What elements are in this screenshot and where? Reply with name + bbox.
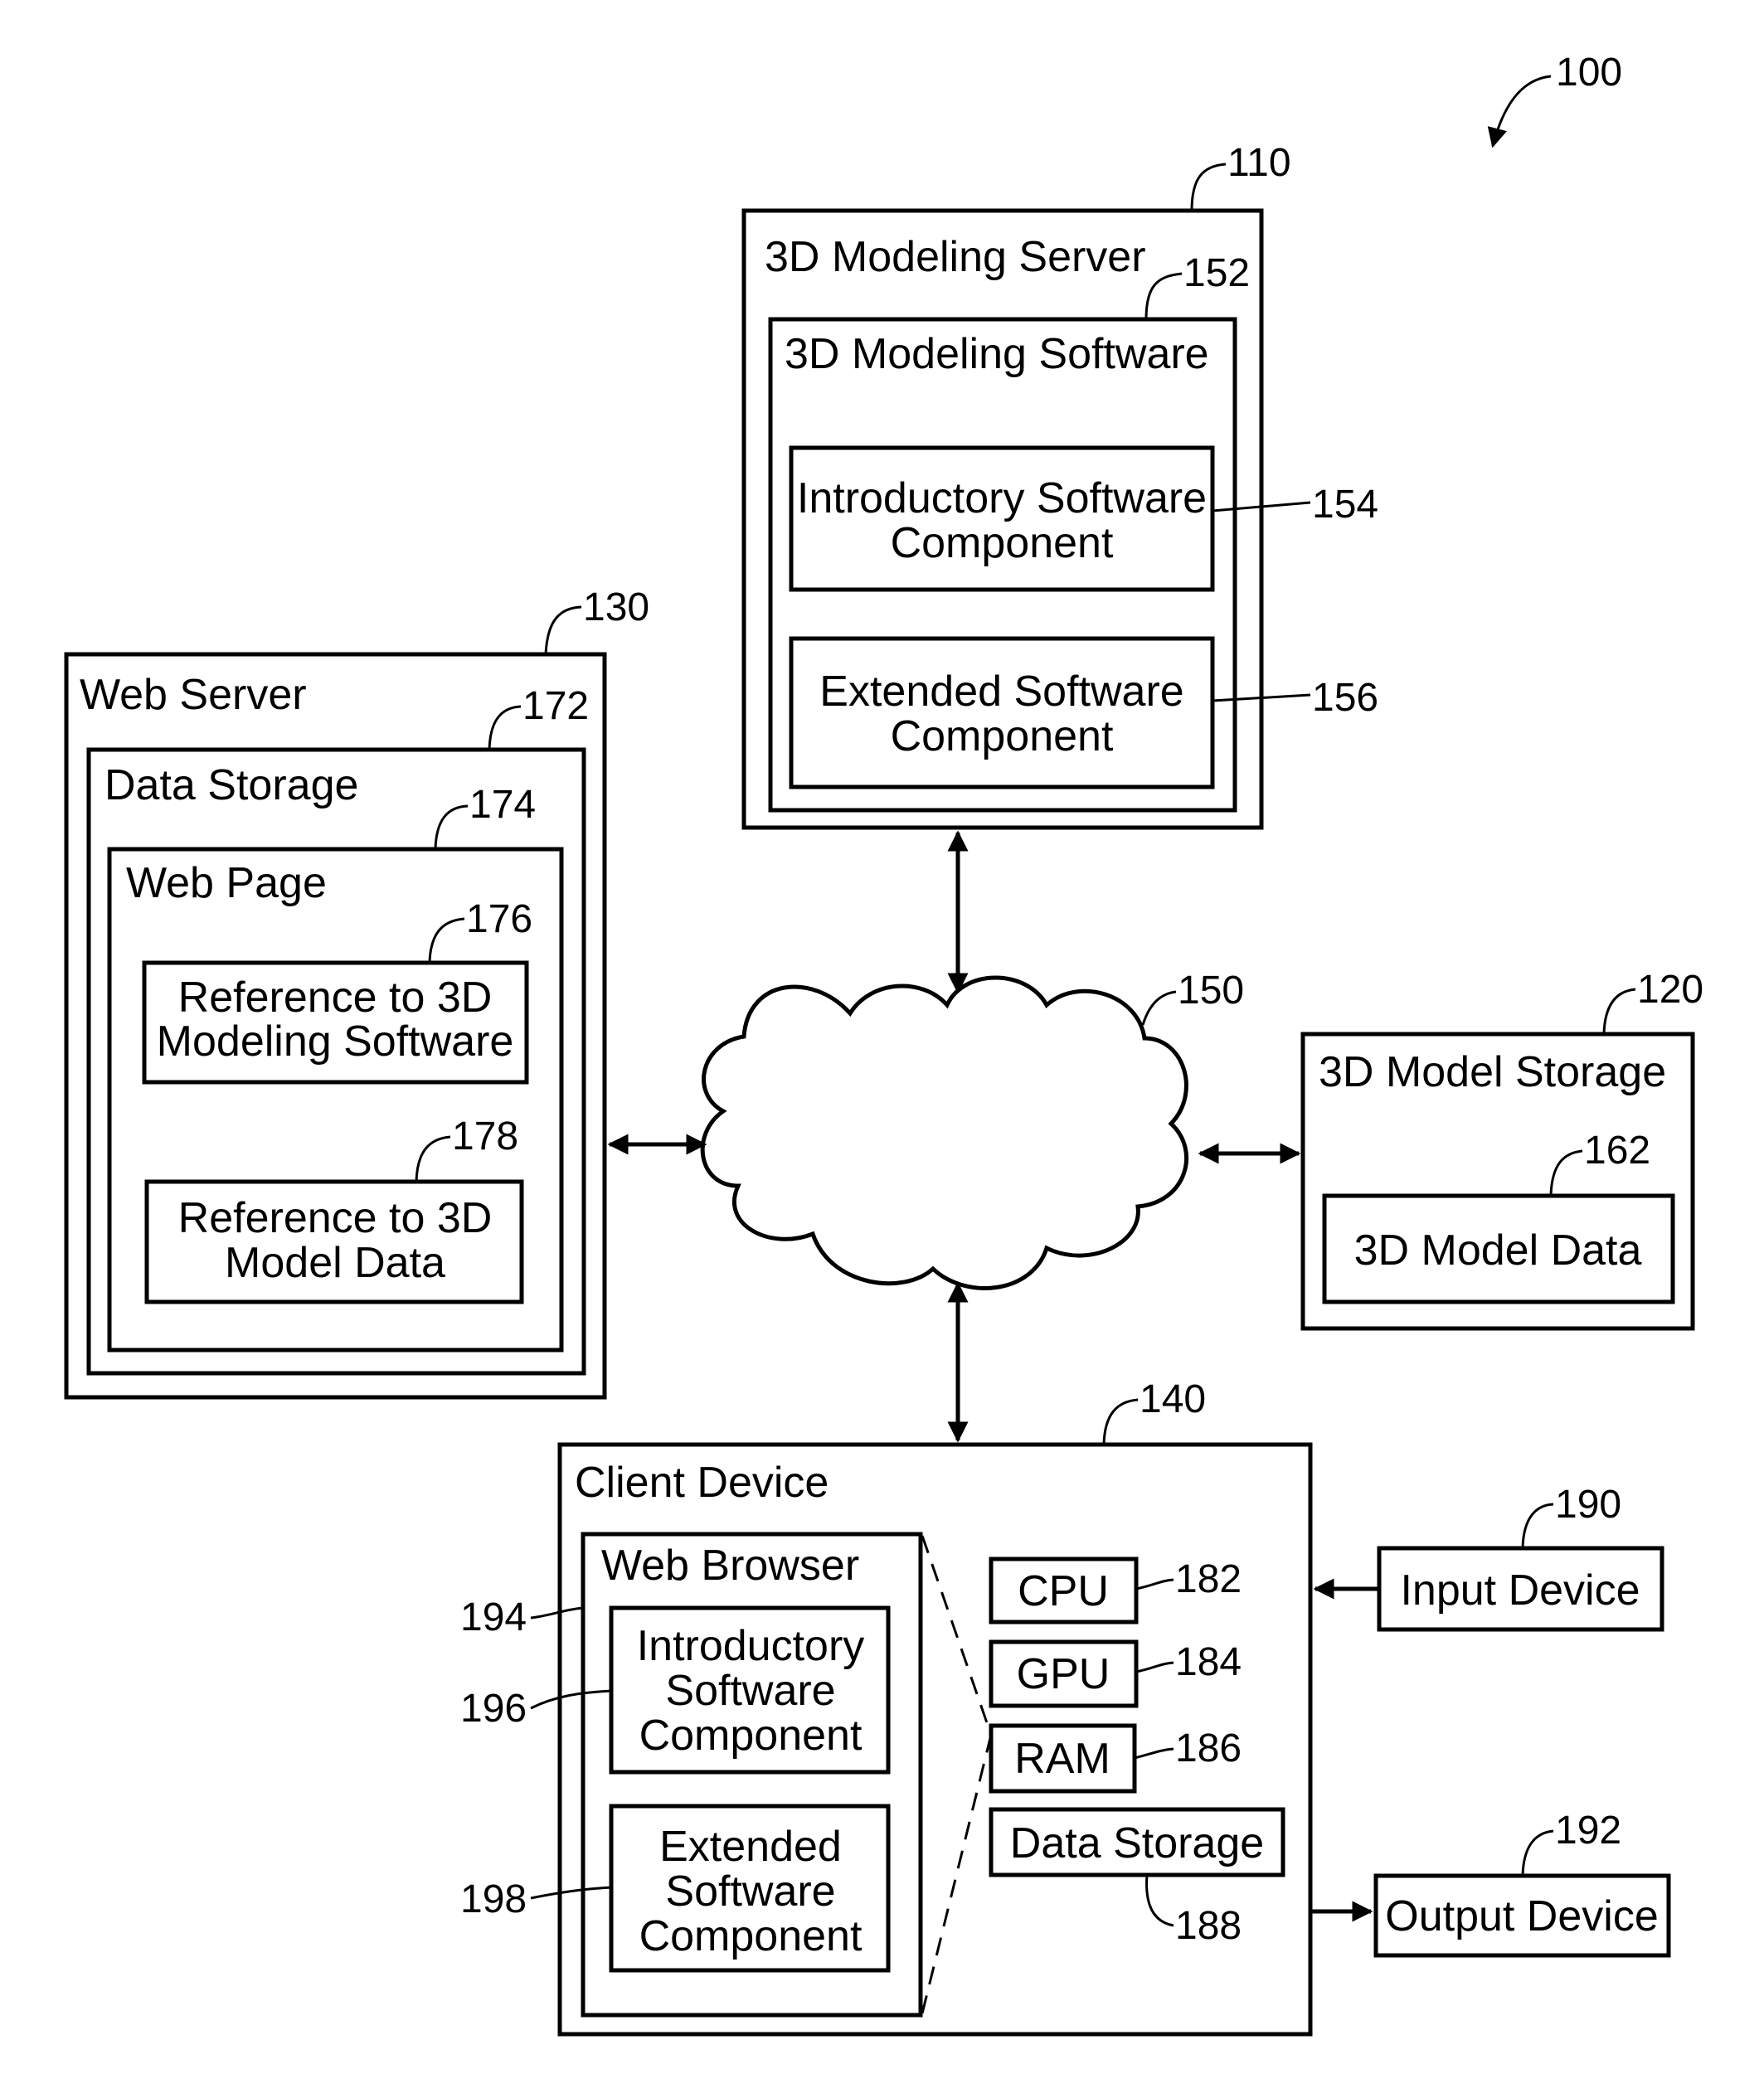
gpu-label: GPU [1017,1650,1110,1698]
ref-software-line1: Reference to 3D [178,974,493,1022]
output-device-label: Output Device [1385,1892,1659,1940]
client-device-title: Client Device [575,1459,829,1507]
web-browser-title: Web Browser [601,1542,859,1590]
browser-extended-ref: 198 [460,1877,527,1921]
browser-intro-line1: Introductory [637,1622,865,1670]
web-page-ref: 174 [469,783,536,827]
ref-model-line1: Reference to 3D [178,1194,493,1242]
ref-model-ref: 178 [452,1115,518,1158]
web-page: Web Page 174 Reference to 3D Modeling So… [109,783,561,1350]
server-intro-line2: Component [891,519,1114,567]
ref-software-line2: Modeling Software [157,1017,514,1066]
model-storage-ref: 120 [1637,968,1703,1012]
output-device: Output Device 192 [1376,1809,1669,1955]
figure-reference: 100 [1493,51,1622,146]
model-storage: 3D Model Storage 120 3D Model Data 162 [1303,968,1703,1328]
ref-model-line2: Model Data [225,1239,445,1287]
web-page-title: Web Page [126,859,327,907]
modeling-server-ref: 110 [1227,141,1291,185]
network-ref: 150 [1178,969,1244,1013]
browser-extended-line3: Component [639,1912,863,1960]
modeling-server: 3D Modeling Server 110 3D Modeling Softw… [744,141,1378,828]
server-extended-line1: Extended Software [819,668,1183,716]
server-intro-line1: Introductory Software [797,474,1207,522]
web-server: Web Server 130 Data Storage 172 Web Page… [66,585,649,1397]
browser-ref: 194 [460,1595,527,1639]
server-intro-component: Introductory Software Component [791,448,1212,590]
modeling-server-title: 3D Modeling Server [765,233,1146,281]
gpu-ref: 184 [1175,1640,1242,1684]
browser-intro-component: Introductory Software Component [611,1608,888,1772]
browser-intro-line3: Component [639,1712,863,1760]
web-data-storage-title: Data Storage [104,761,358,809]
cpu-label: CPU [1018,1567,1109,1615]
web-data-storage-ref: 172 [522,684,589,728]
web-browser: Web Browser Introductory Software Compon… [583,1534,921,2015]
ram-label: RAM [1014,1735,1110,1783]
input-device-label: Input Device [1400,1566,1640,1615]
modeling-software-ref: 152 [1183,251,1250,295]
browser-extended-line1: Extended [659,1823,842,1871]
input-device: Input Device 190 [1379,1483,1662,1629]
server-extended-component: Extended Software Component [791,639,1212,787]
browser-intro-ref: 196 [460,1687,527,1731]
modeling-software: 3D Modeling Software 152 Introductory So… [770,251,1378,810]
model-data-title: 3D Model Data [1354,1226,1642,1275]
model-storage-title: 3D Model Storage [1319,1048,1666,1096]
output-device-ref: 192 [1555,1809,1621,1853]
cpu-ref: 182 [1175,1557,1242,1601]
client-data-storage-ref: 188 [1175,1904,1242,1948]
ref-software-ref: 176 [466,897,532,941]
browser-extended-component: Extended Software Component [611,1806,888,1970]
ram-ref: 186 [1175,1726,1242,1770]
server-extended-line2: Component [891,712,1114,760]
figure-ref-label: 100 [1556,51,1622,95]
client-device: Client Device 140 Web Browser Introducto… [460,1377,1310,2034]
web-data-storage: Data Storage 172 Web Page 174 Reference … [89,684,589,1373]
modeling-software-title: 3D Modeling Software [785,330,1209,378]
server-intro-ref: 154 [1312,483,1378,527]
browser-extended-line2: Software [665,1867,835,1916]
client-data-storage-label: Data Storage [1010,1819,1264,1867]
model-data-ref: 162 [1584,1129,1650,1173]
network-cloud: 150 [702,969,1244,1288]
browser-intro-line2: Software [665,1667,835,1715]
client-device-ref: 140 [1140,1377,1206,1421]
web-server-ref: 130 [583,585,649,629]
input-device-ref: 190 [1555,1483,1621,1527]
server-extended-ref: 156 [1312,676,1378,720]
web-server-title: Web Server [80,671,307,719]
